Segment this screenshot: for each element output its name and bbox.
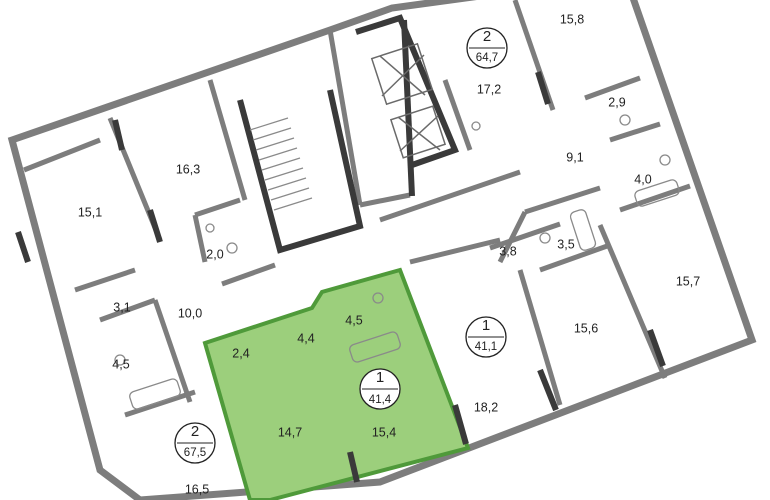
wall bbox=[327, 29, 363, 206]
room-area-label: 3,8 bbox=[499, 244, 516, 258]
room-area-label: 16,3 bbox=[176, 162, 200, 176]
column bbox=[452, 404, 469, 445]
room-area-label: 14,7 bbox=[278, 425, 302, 439]
room-area-label: 3,1 bbox=[113, 300, 130, 314]
wall bbox=[221, 262, 276, 287]
bathtub-icon bbox=[634, 179, 680, 207]
column bbox=[112, 119, 125, 151]
bathtub-icon bbox=[129, 378, 181, 410]
interior-walls bbox=[23, 0, 691, 418]
room-area-label: 9,1 bbox=[566, 150, 583, 164]
room-area-label: 4,5 bbox=[112, 357, 129, 371]
elevator bbox=[389, 105, 447, 159]
wall bbox=[539, 242, 611, 273]
elevators bbox=[370, 42, 447, 159]
toilet-icon bbox=[114, 354, 126, 366]
room-area-label: 2,0 bbox=[206, 247, 223, 261]
room-area-label: 15,4 bbox=[372, 425, 396, 439]
room-area-label: 15,8 bbox=[560, 12, 584, 26]
wall bbox=[489, 221, 561, 251]
apartment-area: 41,1 bbox=[475, 341, 497, 353]
wall bbox=[124, 389, 196, 418]
sink-icon bbox=[471, 121, 481, 131]
wall bbox=[192, 214, 208, 263]
outer-wall bbox=[7, 0, 757, 500]
structural-core bbox=[15, 14, 666, 483]
fixtures bbox=[114, 114, 680, 410]
wall bbox=[517, 269, 563, 406]
toilet-icon bbox=[619, 114, 631, 126]
room-area-label: 4,4 bbox=[297, 331, 314, 345]
room-area-label: 2,9 bbox=[608, 95, 625, 109]
toilet-icon bbox=[539, 232, 551, 244]
core-wall bbox=[401, 19, 415, 197]
apartment-badge-apt-1-right[interactable]: 1 41,1 bbox=[465, 316, 507, 358]
sink-icon bbox=[205, 223, 215, 233]
wall bbox=[619, 183, 691, 213]
apartment-number: 1 bbox=[376, 369, 384, 386]
wall bbox=[152, 299, 193, 403]
room-area-label: 15,6 bbox=[574, 321, 598, 335]
column bbox=[147, 209, 163, 243]
wall bbox=[597, 224, 668, 379]
elevator-shaft-wall bbox=[355, 14, 459, 168]
column bbox=[15, 231, 31, 263]
column bbox=[537, 368, 559, 412]
wall bbox=[442, 79, 473, 151]
apartment-number: 2 bbox=[483, 28, 491, 45]
bathtub-icon bbox=[349, 331, 401, 363]
wall bbox=[379, 169, 521, 223]
room-area-label: 16,5 bbox=[185, 482, 209, 496]
column bbox=[647, 328, 666, 368]
apartment-area: 41,4 bbox=[369, 394, 392, 406]
staircase bbox=[249, 117, 313, 211]
stair-core-wall bbox=[237, 89, 364, 254]
room-area-label: 3,5 bbox=[557, 237, 574, 251]
highlighted-apartment[interactable] bbox=[202, 267, 471, 500]
room-area-label: 10,0 bbox=[178, 306, 202, 320]
wall bbox=[584, 75, 641, 101]
apartment-number: 1 bbox=[482, 317, 490, 334]
wall bbox=[359, 192, 411, 208]
apartment-number: 2 bbox=[191, 423, 199, 440]
wall bbox=[207, 79, 248, 201]
room-area-label: 2,4 bbox=[232, 346, 249, 360]
room-area-label: 4,5 bbox=[345, 313, 362, 327]
toilet-icon bbox=[226, 242, 238, 254]
building-walls bbox=[7, 0, 757, 500]
wall bbox=[99, 297, 156, 323]
bathtub-icon bbox=[569, 209, 597, 251]
room-area-label: 17,2 bbox=[477, 82, 501, 96]
wall bbox=[609, 121, 661, 143]
wall bbox=[23, 137, 101, 173]
wall bbox=[74, 267, 136, 293]
wall bbox=[497, 210, 528, 264]
wall bbox=[524, 185, 601, 215]
room-area-label: 18,2 bbox=[474, 400, 498, 414]
toilet-icon bbox=[659, 154, 671, 166]
column bbox=[347, 451, 360, 483]
room-area-label: 15,7 bbox=[676, 274, 700, 288]
wall bbox=[409, 237, 501, 265]
wall bbox=[194, 197, 241, 218]
toilet-icon bbox=[372, 292, 384, 304]
room-area-label: 15,1 bbox=[78, 205, 102, 219]
apartment-area: 64,7 bbox=[476, 52, 498, 64]
room-area-label: 4,0 bbox=[634, 172, 651, 186]
apartment-badge-apt-1-highlight[interactable]: 1 41,4 bbox=[359, 368, 401, 410]
room-labels: 15,8 17,2 2,9 9,1 4,0 16,3 15,1 2,0 3,8 … bbox=[78, 12, 700, 496]
apartment-badge-apt-2-left[interactable]: 2 67,5 bbox=[174, 422, 216, 464]
elevator bbox=[370, 42, 434, 106]
apartment-badge-apt-2-top[interactable]: 2 64,7 bbox=[466, 27, 508, 69]
column bbox=[535, 71, 551, 105]
apartment-area: 67,5 bbox=[184, 447, 206, 459]
